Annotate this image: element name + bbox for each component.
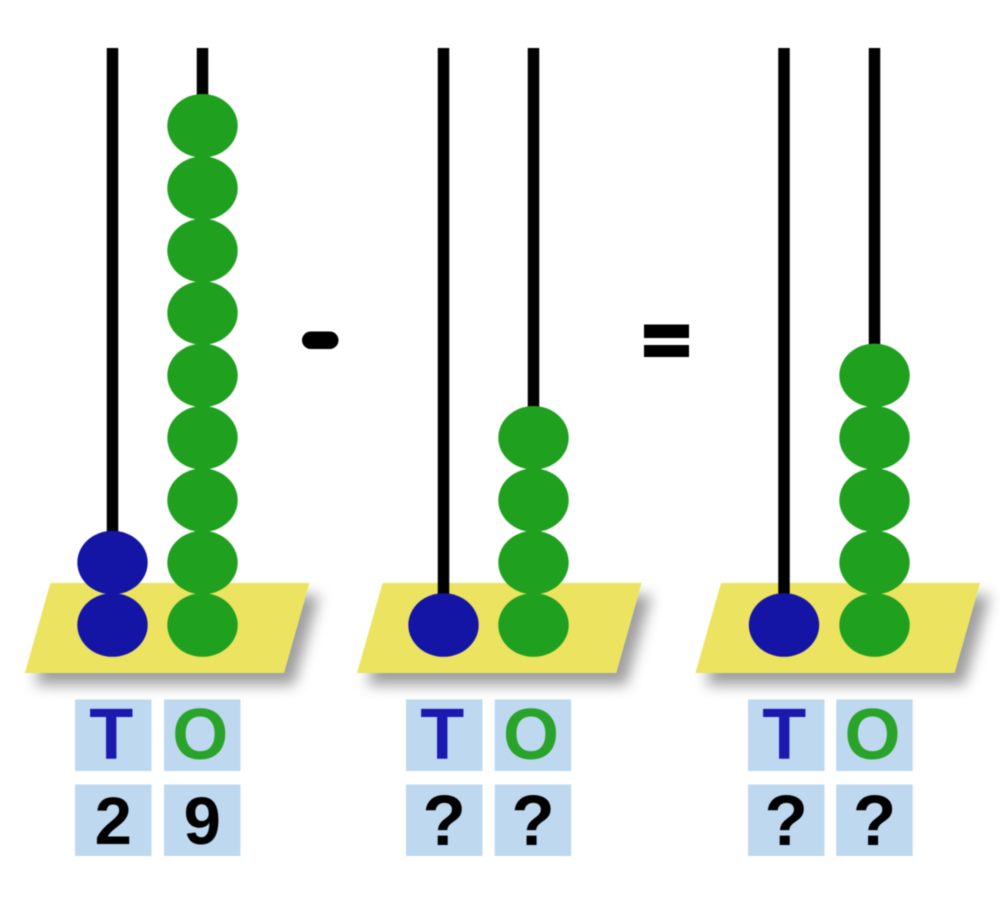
svg-text:?: ? bbox=[423, 782, 466, 861]
svg-text:O: O bbox=[172, 695, 228, 775]
svg-text:T: T bbox=[762, 695, 806, 775]
svg-text:O: O bbox=[844, 695, 900, 775]
svg-text:?: ? bbox=[511, 782, 554, 861]
svg-text:T: T bbox=[420, 695, 464, 775]
svg-text:T: T bbox=[89, 695, 133, 775]
svg-text:9: 9 bbox=[184, 784, 221, 859]
svg-text:2: 2 bbox=[95, 784, 132, 859]
svg-text:?: ? bbox=[765, 782, 808, 861]
svg-text:O: O bbox=[503, 695, 559, 775]
svg-text:?: ? bbox=[853, 782, 896, 861]
